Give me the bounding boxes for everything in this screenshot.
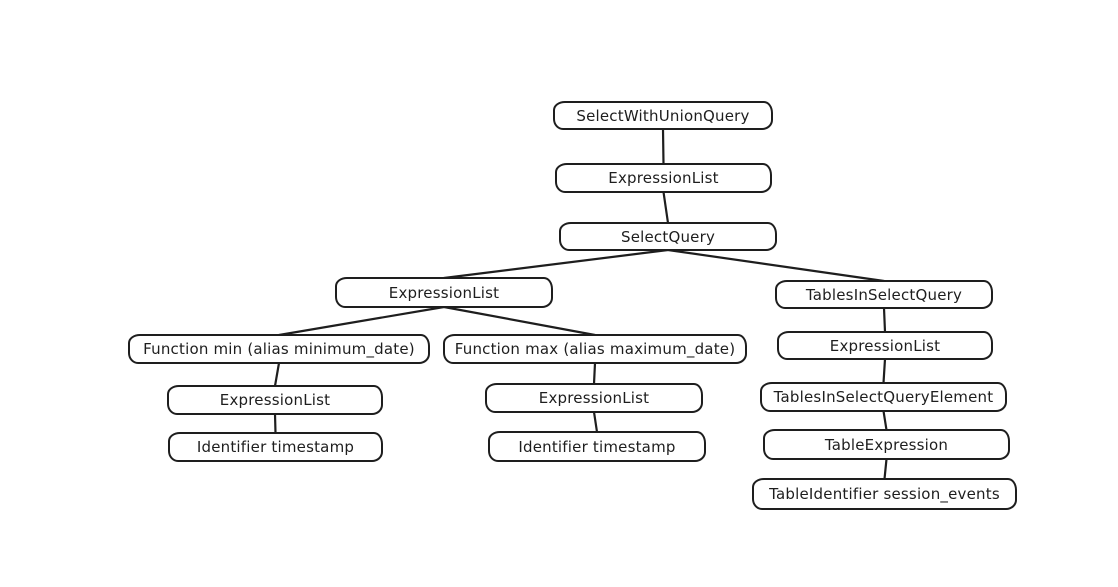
node-function_min: Function min (alias minimum_date) <box>128 334 430 364</box>
node-tables_in_select_query: TablesInSelectQuery <box>775 280 993 309</box>
node-label: Identifier timestamp <box>518 437 676 456</box>
node-label: SelectWithUnionQuery <box>576 106 750 125</box>
edge-tables_in_select_query_element--table_expression <box>882 409 888 432</box>
node-label: ExpressionList <box>538 389 650 407</box>
node-label: TablesInSelectQueryElement <box>773 388 994 406</box>
edge-function_min--expression_list_3 <box>273 361 281 388</box>
node-label: SelectQuery <box>620 227 716 246</box>
node-expression_list_3: ExpressionList <box>167 385 383 415</box>
node-label: ExpressionList <box>608 169 719 187</box>
node-expression_list_4: ExpressionList <box>485 383 703 413</box>
node-label: TableIdentifier session_events <box>769 485 1000 503</box>
node-table_expression: TableExpression <box>763 429 1010 460</box>
node-label: ExpressionList <box>219 391 331 409</box>
edge-function_max--expression_list_4 <box>592 361 597 386</box>
node-expression_list_2: ExpressionList <box>335 277 553 308</box>
node-expression_list_1: ExpressionList <box>555 163 772 193</box>
node-label: TablesInSelectQuery <box>805 285 963 304</box>
node-label: ExpressionList <box>388 283 500 302</box>
node-label: Function max (alias maximum_date) <box>454 340 736 358</box>
edge-expression_list_2--function_min <box>277 305 446 337</box>
node-label: TableExpression <box>824 435 949 454</box>
node-table_identifier: TableIdentifier session_events <box>752 478 1017 510</box>
edge-expression_list_5--tables_in_select_query_element <box>882 357 887 385</box>
edge-select_query--tables_in_select_query <box>666 248 886 283</box>
edge-expression_list_1--select_query <box>662 190 670 225</box>
node-select_query: SelectQuery <box>559 222 777 251</box>
node-identifier_timestamp_2: Identifier timestamp <box>488 431 706 462</box>
edge-select_with_union_query--expression_list_1 <box>661 127 665 166</box>
node-label: ExpressionList <box>829 336 941 355</box>
edge-expression_list_2--function_max <box>442 305 597 337</box>
node-function_max: Function max (alias maximum_date) <box>443 334 747 364</box>
node-label: Identifier timestamp <box>196 438 355 456</box>
node-tables_in_select_query_element: TablesInSelectQueryElement <box>760 382 1007 412</box>
node-label: Function min (alias minimum_date) <box>143 340 415 358</box>
node-identifier_timestamp_1: Identifier timestamp <box>168 432 383 462</box>
node-expression_list_5: ExpressionList <box>777 331 993 360</box>
edge-tables_in_select_query--expression_list_5 <box>882 306 887 334</box>
node-select_with_union_query: SelectWithUnionQuery <box>553 101 773 130</box>
edge-table_expression--table_identifier <box>883 457 888 481</box>
edge-expression_list_4--identifier_timestamp_2 <box>592 410 599 434</box>
edge-select_query--expression_list_2 <box>442 248 670 280</box>
edge-expression_list_3--identifier_timestamp_1 <box>273 412 277 435</box>
